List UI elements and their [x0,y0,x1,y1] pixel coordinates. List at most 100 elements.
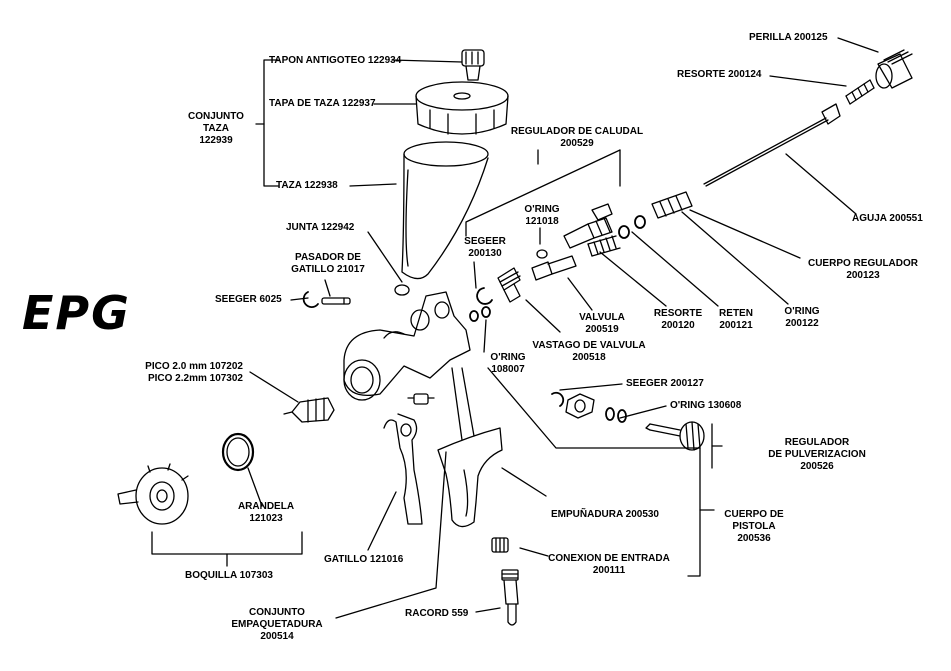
label-cuerpo-regulador: CUERPO REGULADOR 200123 [800,258,926,282]
label-vastago-line2: 200518 [572,352,606,363]
label-cuerpo-pistola-line3: 200536 [737,533,771,544]
leader-gatillo [367,491,397,551]
leader-pasador [324,279,331,297]
leader-resorte200120 [599,251,667,307]
paint-cup [401,141,489,280]
label-arandela-line1: ARANDELA [237,501,295,512]
needle [703,103,841,187]
label-pico: PICO 2.0 mm 107202 PICO 2.2mm 107302 [118,361,243,385]
leader-tapon [391,59,463,63]
label-segeer-line1: SEGEER [464,236,506,247]
label-pico-line1: PICO 2.0 mm 107202 [145,361,243,372]
label-reten-line1: RETEN [719,308,753,319]
leader-oring108007 [483,319,487,353]
seeger-200130-clip [476,287,493,305]
pattern-knob [645,421,705,451]
leader-reten [631,231,719,307]
seeger-6025-clip [302,291,319,308]
label-empaquetadura-line2: EMPAQUETADURA [231,619,323,630]
label-pico-line2: PICO 2.2mm 107302 [147,373,243,384]
label-regulador-pulv-line1: REGULADOR [784,437,850,448]
gun-body [343,291,471,401]
cup-gasket [394,284,410,296]
label-gatillo: GATILLO 121016 [324,554,404,565]
label-segeer-line2: 200130 [468,248,502,259]
label-resorte-200124: RESORTE 200124 [677,69,762,80]
washer-ring [221,432,255,472]
label-regulador-caudal: REGULADOR DE CALUDAL 200529 [503,126,651,150]
air-cap [117,463,189,525]
label-oring-108007-line2: 108007 [491,364,525,375]
label-conjunto-taza: CONJUNTO TAZA 122939 [176,111,256,147]
leader-vastago [525,299,561,333]
oring-108007-a [469,310,479,322]
gun-handle [437,367,503,528]
label-vastago-line1: VASTAGO DE VALVULA [532,340,646,351]
leader-valvula [567,277,593,311]
leader-empunadura [501,467,547,497]
leader-resorte200124 [769,75,847,87]
label-oring-200122: O'RING 200122 [778,306,826,330]
label-seeger-200127: SEEGER 200127 [626,378,704,389]
label-conjunto-taza-line2: TAZA [203,123,229,134]
valve [531,249,577,281]
label-cuerpo-pistola-line1: CUERPO DE [724,509,784,520]
oring-200122 [634,215,646,229]
leader-racord [475,607,501,613]
label-pasador-gatillo: PASADOR DE GATILLO 21017 [274,252,382,276]
leader-taza [349,183,397,187]
label-empunadura: EMPUÑADURA 200530 [551,509,659,520]
inlet-connector [491,537,509,553]
label-regulador-caudal-line2: 200529 [560,138,594,149]
label-valvula: VALVULA 200519 [574,312,630,336]
label-cuerpo-regulador-line2: 200123 [846,270,880,281]
label-conexion-line2: 200111 [592,565,626,576]
leader-oring130608 [619,405,667,419]
leader-cuerpo-regulador [689,209,801,259]
label-seeger-6025: SEEGER 6025 [215,294,282,305]
label-empaquetadura-line3: 200514 [260,631,294,642]
oring-130608-b [617,409,627,423]
leader-pico [249,371,299,403]
label-oring-200122-line2: 200122 [785,318,819,329]
label-oring-108007-line1: O'RING [490,352,526,363]
seeger-200127-clip [551,391,565,407]
regulator-body [651,191,693,219]
label-conjunto-empaquetadura: CONJUNTO EMPAQUETADURA 200514 [225,607,329,643]
valve-stem [497,267,521,303]
label-boquilla: BOQUILLA 107303 [185,570,273,581]
label-junta: JUNTA 122942 [286,222,355,233]
label-tapa-de-taza: TAPA DE TAZA 122937 [269,98,376,109]
needle-spring [845,79,875,105]
label-oring-130608: O'RING 130608 [670,400,742,411]
leader-oring200122 [681,211,789,305]
label-empaquetadura-line1: CONJUNTO [249,607,305,618]
label-conexion-entrada: CONEXION DE ENTRADA 200111 [547,553,671,577]
leader-arandela [247,467,263,507]
antidrip-cap [461,49,485,81]
label-cuerpo-pistola: CUERPO DE PISTOLA 200536 [716,509,792,545]
air-fitting [501,569,519,626]
label-pasador-line2: GATILLO 21017 [291,264,365,275]
label-regulador-pulverizacion: REGULADOR DE PULVERIZACION 200526 [760,437,874,473]
leader-perilla [837,37,879,53]
label-oring-121018-line2: 121018 [525,216,559,227]
label-perilla: PERILLA 200125 [749,32,828,43]
label-reten-line2: 200121 [719,320,753,331]
cup-lid [415,81,509,135]
bracket-regulador-caudal [465,149,621,237]
retainer [618,225,630,239]
label-arandela-line2: 121023 [249,513,283,524]
label-racord: RACORD 559 [405,608,469,619]
leader-seeger6025 [290,297,309,301]
label-conjunto-taza-line1: CONJUNTO [188,111,244,122]
label-regulador-pulv-line2: DE PULVERIZACION [768,449,866,460]
label-oring-121018-line1: O'RING [524,204,560,215]
label-resorte-200120: RESORTE 200120 [650,308,706,332]
fluid-nozzle [283,397,335,423]
label-cuerpo-regulador-line1: CUERPO REGULADOR [807,258,918,269]
leader-conexion [519,547,549,557]
label-regulador-caudal-line1: REGULADOR DE CALUDAL [510,126,644,137]
